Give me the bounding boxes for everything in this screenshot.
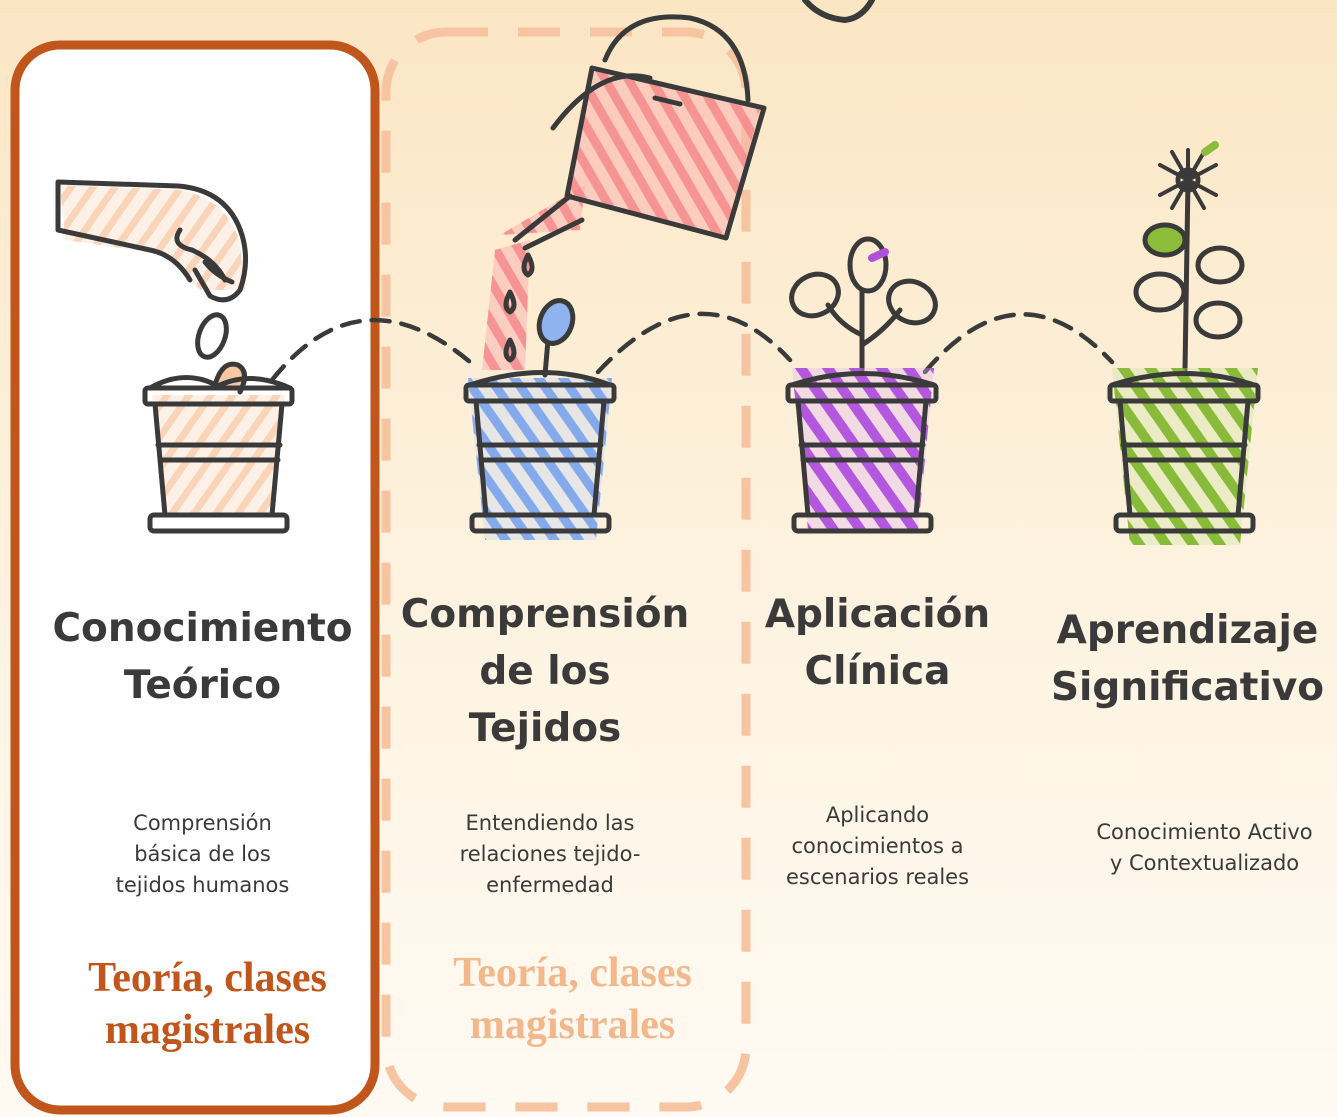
- stage-2-desc-line2: relaciones tejido-: [459, 842, 641, 866]
- stage-3-desc-line1: Aplicando: [825, 803, 930, 827]
- can-top-handle: [550, 73, 653, 131]
- stage-3-description: Aplicando conocimientos a escenarios rea…: [745, 800, 1010, 893]
- hand-outline: [55, 179, 248, 303]
- pot-4: [1107, 368, 1261, 545]
- hand-color-fill: [60, 185, 245, 290]
- pot-1: [142, 375, 295, 534]
- stage-2-desc-line3: enfermedad: [486, 873, 614, 897]
- connector-arcs: [269, 311, 1115, 383]
- stage-2-title: Comprensión de los Tejidos: [385, 586, 705, 757]
- pot-4-soil: [1109, 371, 1257, 388]
- pot-3-fill: [792, 368, 934, 530]
- can-spout: [512, 193, 585, 251]
- watering-can-sprout-icon: [482, 14, 767, 378]
- pot-4-saucer: [1113, 512, 1256, 534]
- pot-2-soil: [467, 370, 613, 388]
- stage-4-desc-line1: Conocimiento Activo: [1096, 820, 1313, 844]
- pot-2: [463, 370, 617, 540]
- pot-2-band: [476, 442, 604, 463]
- sprout-stem: [542, 337, 551, 378]
- hand-thumb: [202, 259, 235, 285]
- stage-4-description: Conocimiento Activo y Contextualizado: [1072, 817, 1337, 879]
- pot-1-band: [155, 442, 283, 463]
- pots: [142, 368, 1261, 545]
- water-drop-2: [503, 289, 517, 315]
- stage-1-desc-line2: básica de los: [134, 842, 271, 866]
- stage-2-description: Entendiendo las relaciones tejido- enfer…: [405, 808, 695, 901]
- method-label-2-line2: magistrales: [469, 1002, 676, 1048]
- pot-3: [785, 368, 939, 534]
- pot-3-band: [798, 442, 926, 463]
- stage-3-title-line2: Clínica: [804, 649, 951, 694]
- solid-highlight-frame: [10, 40, 380, 1115]
- dashed-highlight-frame: [381, 27, 751, 1112]
- pot-3-saucer: [791, 512, 934, 534]
- can-spout-fill: [500, 185, 585, 235]
- young-plant-icon: [789, 236, 938, 373]
- stage-4-title-line1: Aprendizaje: [1056, 608, 1319, 653]
- stage-3-desc-line2: conocimientos a: [791, 834, 964, 858]
- pot-2-saucer: [469, 512, 612, 534]
- pot-4-band: [1120, 442, 1248, 463]
- can-body-fill: [570, 70, 760, 235]
- hand-planting-seed-icon: [55, 179, 248, 395]
- stage-4-desc-line2: y Contextualizado: [1109, 851, 1300, 875]
- stage-1-title-line2: Teórico: [123, 663, 282, 708]
- can-handle: [602, 14, 751, 103]
- pot-4-fill: [1112, 368, 1258, 545]
- plant4-leaf-4: [1193, 300, 1243, 340]
- method-label-1: Teoría, clases magistrales: [40, 952, 375, 1056]
- water-drop-1: [521, 252, 535, 278]
- stage-2-title-line2: de los: [479, 649, 611, 694]
- connector-arc-2: [595, 311, 793, 375]
- stage-4-title-line2: Significativo: [1050, 665, 1325, 710]
- plant4-leaf-3: [1133, 271, 1187, 313]
- method-label-1-line1: Teoría, clases: [88, 955, 327, 1001]
- stage-3-title: Aplicación Clínica: [730, 586, 1025, 700]
- can-detail: [652, 95, 683, 107]
- falling-seed: [195, 312, 229, 360]
- plant4-leaf-2: [1195, 245, 1245, 285]
- method-label-2-line1: Teoría, clases: [453, 950, 692, 996]
- stage-1-description: Comprensión básica de los tejidos humano…: [60, 808, 345, 901]
- stage-2-desc-line1: Entendiendo las: [465, 811, 635, 835]
- hand-finger: [174, 227, 228, 283]
- plant3-leaf-right: [886, 278, 938, 326]
- flowering-plant-icon: [1133, 141, 1245, 373]
- pot-4-rim: [1107, 382, 1261, 404]
- plant4-flower-accent: [1201, 141, 1219, 156]
- stage-3-desc-line3: escenarios reales: [785, 865, 970, 889]
- pot-2-rim: [463, 382, 617, 404]
- stage-1-desc-line3: tejidos humanos: [115, 873, 290, 897]
- sprout-leaf: [536, 298, 576, 346]
- plant3-leaf-top: [847, 236, 889, 294]
- stage-4-title: Aprendizaje Significativo: [1040, 602, 1335, 716]
- plant3-leaf-left: [789, 271, 841, 319]
- method-label-2: Teoría, clases magistrales: [405, 947, 740, 1051]
- plant3-leaf-accent: [868, 248, 889, 262]
- top-decorative-stroke: [802, 0, 875, 24]
- pot-1-rim: [142, 385, 295, 407]
- water-drop-3: [503, 337, 517, 363]
- stage-2-title-line3: Tejidos: [468, 706, 622, 751]
- can-body-outline: [564, 65, 767, 241]
- method-label-1-line2: magistrales: [104, 1007, 311, 1053]
- pot-3-rim: [785, 382, 939, 404]
- plant4-flower-petals: [1158, 148, 1218, 212]
- connector-arc-1: [269, 317, 473, 383]
- stage-1-desc-line1: Comprensión: [133, 811, 272, 835]
- stage-2-title-line1: Comprensión: [400, 592, 690, 637]
- plant4-leaf-1: [1142, 222, 1188, 258]
- stage-1-title-line1: Conocimiento: [52, 606, 353, 651]
- pot-1-fill: [152, 395, 285, 515]
- stage-3-title-line1: Aplicación: [764, 592, 991, 637]
- pot-1-saucer: [147, 512, 290, 534]
- stage-1-title: Conocimiento Teórico: [40, 600, 365, 714]
- connector-arc-3: [922, 312, 1115, 375]
- pot-3-soil: [789, 371, 937, 388]
